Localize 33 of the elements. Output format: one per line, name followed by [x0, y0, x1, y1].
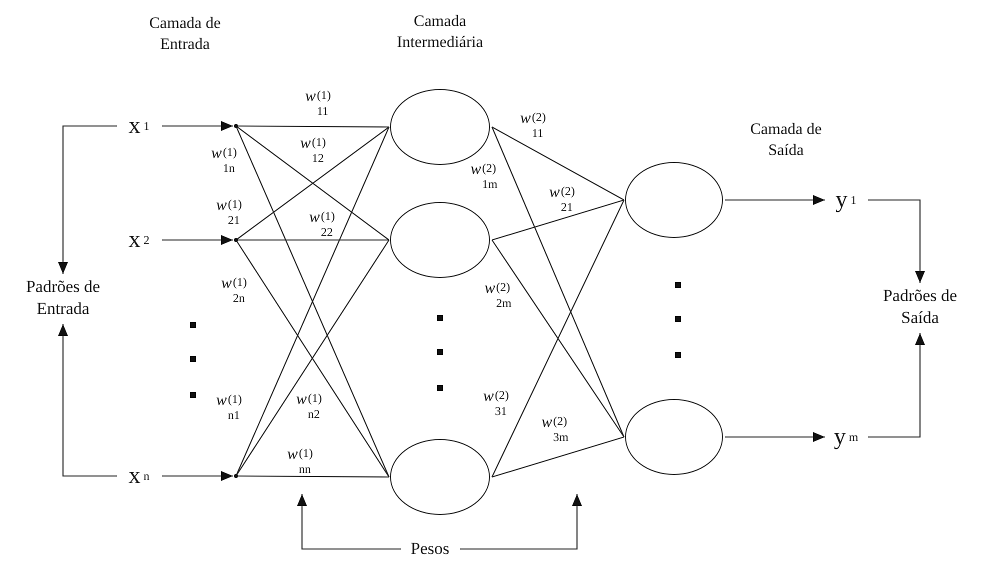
connection-line	[492, 200, 624, 478]
arrow	[162, 121, 233, 131]
neuron-ellipse	[625, 399, 723, 475]
connection-line	[492, 436, 624, 478]
junction-point	[234, 474, 238, 478]
layer-heading: Camada de Entrada	[148, 14, 222, 55]
connection-line	[492, 240, 624, 438]
connection-line	[236, 475, 389, 478]
pattern-label: Padrões de Saída	[862, 285, 978, 330]
connection-line	[492, 126, 624, 200]
connection-line	[492, 199, 624, 241]
pattern-label: Pesos	[402, 538, 458, 560]
arrow	[725, 432, 825, 442]
arrow	[460, 494, 582, 550]
junction-point	[234, 124, 238, 128]
neuron-ellipse	[390, 202, 490, 278]
neuron-ellipse	[390, 439, 490, 515]
arrow	[725, 195, 825, 205]
arrow	[162, 235, 233, 245]
arrow	[297, 494, 401, 550]
connection-line	[236, 239, 389, 241]
connection-line	[492, 126, 624, 438]
arrow	[162, 471, 233, 481]
junction-point	[234, 238, 238, 242]
arrow	[868, 199, 925, 283]
neuron-ellipse	[625, 162, 723, 238]
arrow	[868, 333, 925, 438]
pattern-label: Padrões de Entrada	[4, 276, 122, 320]
arrow	[58, 324, 117, 477]
layer-heading: Camada Intermediária	[396, 12, 484, 53]
connection-line	[236, 125, 389, 128]
layer-heading: Camada de Saída	[749, 120, 823, 161]
arrow	[58, 125, 117, 274]
